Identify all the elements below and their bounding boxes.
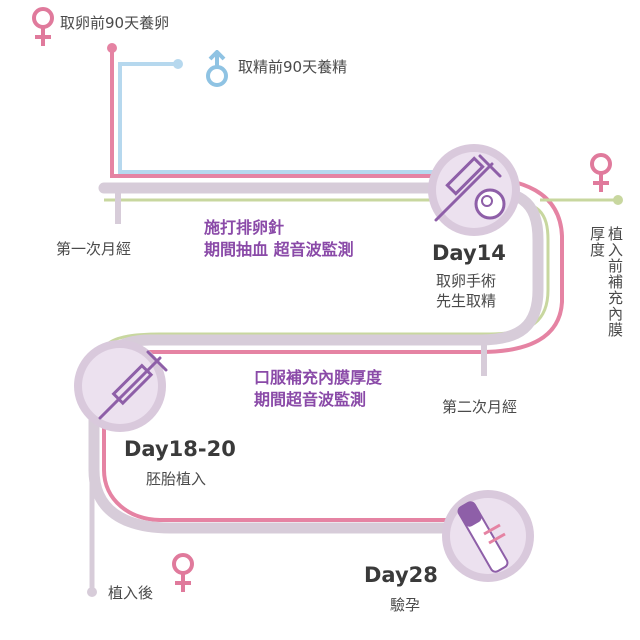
- pre-implant-label: 植入前補充內膜厚度: [588, 226, 624, 338]
- retrieval-label-1: 取卵手術: [436, 272, 497, 290]
- ovulation-label-2: 期間抽血 超音波監測: [204, 240, 354, 259]
- pregnancy-test-label: 驗孕: [390, 596, 421, 614]
- pregnancy-test-icon: [457, 501, 509, 573]
- retrieval-label-2: 先生取精: [436, 292, 497, 310]
- post-implant-dot: [87, 587, 97, 597]
- post-implant-label: 植入後: [108, 584, 154, 602]
- second-period-label: 第二次月經: [442, 398, 518, 416]
- sperm-prep-label: 取精前90天養精: [238, 58, 348, 76]
- sperm-prep-dot: [173, 59, 183, 69]
- female-symbol-icon: [32, 7, 54, 46]
- ovulation-label-1: 施打排卵針: [204, 218, 285, 237]
- sperm-prep-line: [118, 62, 460, 174]
- pre-implant-dot: [613, 195, 623, 205]
- egg-prep-label: 取卵前90天養卵: [60, 14, 170, 32]
- egg-prep-dot: [107, 43, 117, 53]
- day28-label: Day28: [364, 563, 438, 587]
- syringe-icon: [98, 350, 168, 420]
- day14-label: Day14: [432, 241, 506, 265]
- male-symbol-icon: [206, 50, 228, 87]
- day28-node: [442, 490, 534, 582]
- syringe-egg-icon: [434, 154, 506, 222]
- endometrium-label-2: 期間超音波監測: [254, 390, 367, 409]
- day14-node: [428, 144, 520, 236]
- first-period-label: 第一次月經: [56, 240, 132, 258]
- female-symbol-icon: [590, 153, 612, 192]
- timeline-track: [88, 182, 544, 534]
- endometrium-label-1: 口服補充內膜厚度: [254, 368, 383, 387]
- embryo-transfer-label: 胚胎植入: [146, 470, 207, 488]
- female-symbol-icon: [172, 553, 194, 592]
- day18-20-label: Day18-20: [124, 437, 236, 461]
- day18-node: [74, 340, 168, 432]
